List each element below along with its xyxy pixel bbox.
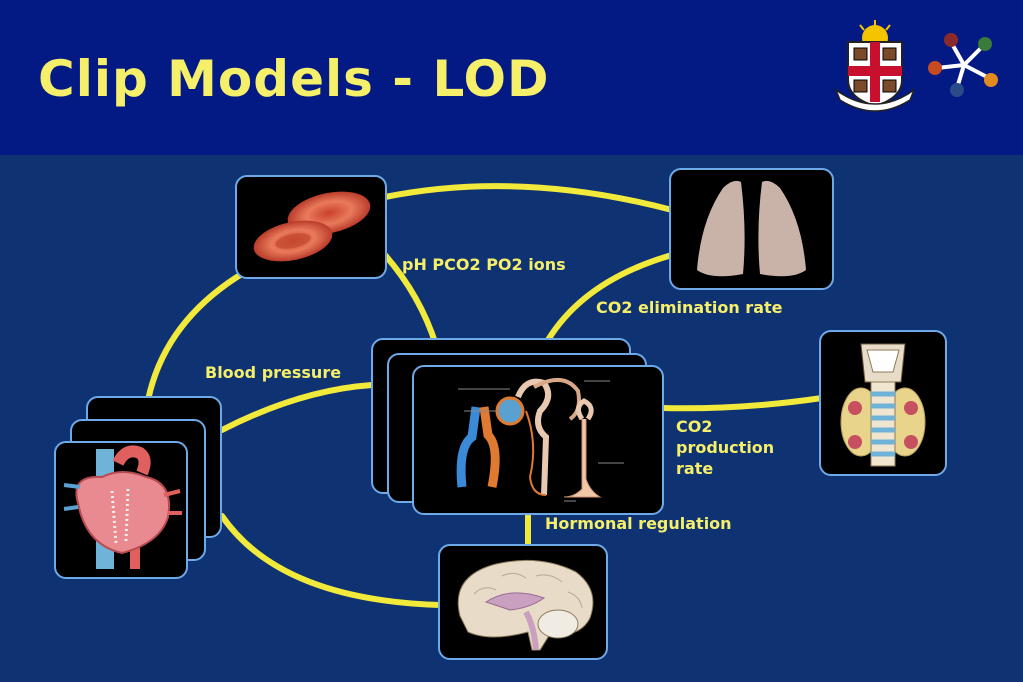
heart-icon: [63, 445, 182, 569]
title-bar: Clip Models - LOD: [0, 0, 1023, 155]
label-blood-gases: pH PCO2 PO2 ions: [402, 255, 566, 274]
network-logo: [928, 33, 998, 97]
nephron-card-front: [412, 365, 664, 515]
label-co2-production-line2: production: [676, 438, 775, 457]
label-blood-pressure: Blood pressure: [205, 363, 342, 382]
brain-icon: [457, 559, 594, 651]
connector-blood-kidney: [382, 252, 439, 348]
lungs-icon: [697, 180, 806, 277]
thyroid-card: [819, 330, 947, 476]
connector-lungs-kidney: [545, 252, 675, 343]
nephron-icon: [456, 378, 624, 502]
heart-card-front: [54, 441, 188, 579]
lungs-card: [669, 168, 834, 290]
brain-card: [438, 544, 608, 660]
red-blood-cells-card: [235, 175, 387, 279]
connector-kidney-thyroid: [659, 395, 825, 412]
label-co2-production-line1: CO2: [676, 417, 713, 436]
university-crest-logo: [834, 20, 916, 112]
label-co2-production-line3: rate: [676, 459, 714, 478]
connector-blood-lungs: [382, 183, 675, 213]
label-co2-elimination: CO2 elimination rate: [596, 298, 783, 317]
slide-title: Clip Models - LOD: [38, 50, 550, 108]
connector-heart-kidney: [219, 382, 375, 433]
thyroid-larynx-icon: [840, 343, 926, 467]
label-co2-production: CO2 production rate: [676, 416, 774, 479]
connector-heart-brain: [219, 513, 443, 608]
label-hormonal-regulation: Hormonal regulation: [545, 514, 732, 533]
red-blood-cells-icon: [253, 191, 371, 262]
connector-blood-heart: [145, 269, 248, 403]
